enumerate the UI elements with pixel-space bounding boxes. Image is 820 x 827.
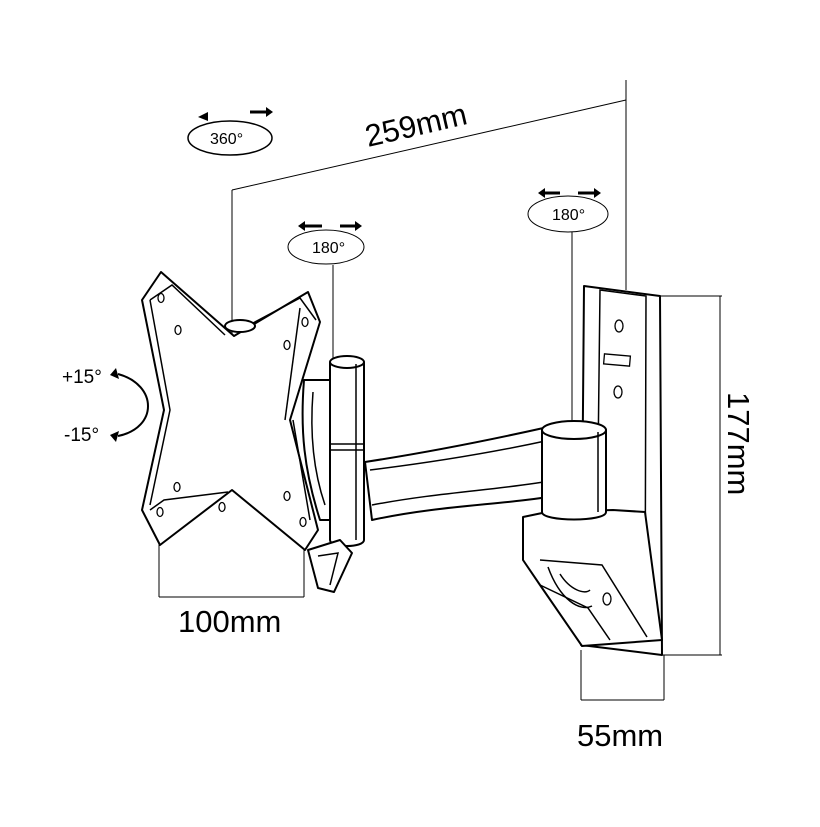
depth-label: 55mm [577,718,663,753]
inner-joint-rotation-label: 180° [312,240,345,257]
inner-joint-rotation-badge: 180° [287,221,365,265]
vesa-center-boss [224,319,256,333]
vesa-hole-tl [157,292,165,304]
wall-bracket [522,285,663,656]
vesa-hole-br2 [283,490,291,502]
bracket-hole-low [602,592,612,606]
wall-joint-rotation-label: 180° [552,207,585,224]
vesa-hole-tl2 [174,324,182,336]
height-label: 177mm [721,392,756,495]
vesa-hole-br [299,516,307,528]
bracket-hole-top [614,319,624,333]
vesa-hole-tr2 [283,339,291,351]
wall-joint-rotation-badge: 180° [527,188,609,233]
vesa-hole-bl2 [173,481,181,493]
arm-length-dim-line [231,99,627,191]
inner-joint [301,355,365,593]
tilt-indicator: +15° -15° [62,367,149,446]
vesa-hole-center [218,501,226,513]
tilt-down-label: -15° [64,425,99,446]
vesa-hole-bl [156,506,164,518]
vesa-label: 100mm [178,604,281,639]
arm-length-label: 259mm [362,96,471,153]
vesa-hole-tr [301,316,309,328]
plate-rotation-badge: 360° [187,107,273,156]
tilt-up-label: +15° [62,367,102,388]
bracket-slot [602,353,632,367]
bracket-hole-mid [613,385,623,399]
vesa-plate [141,271,321,551]
plate-rotation-label: 360° [210,131,243,148]
swing-arm [364,420,607,521]
